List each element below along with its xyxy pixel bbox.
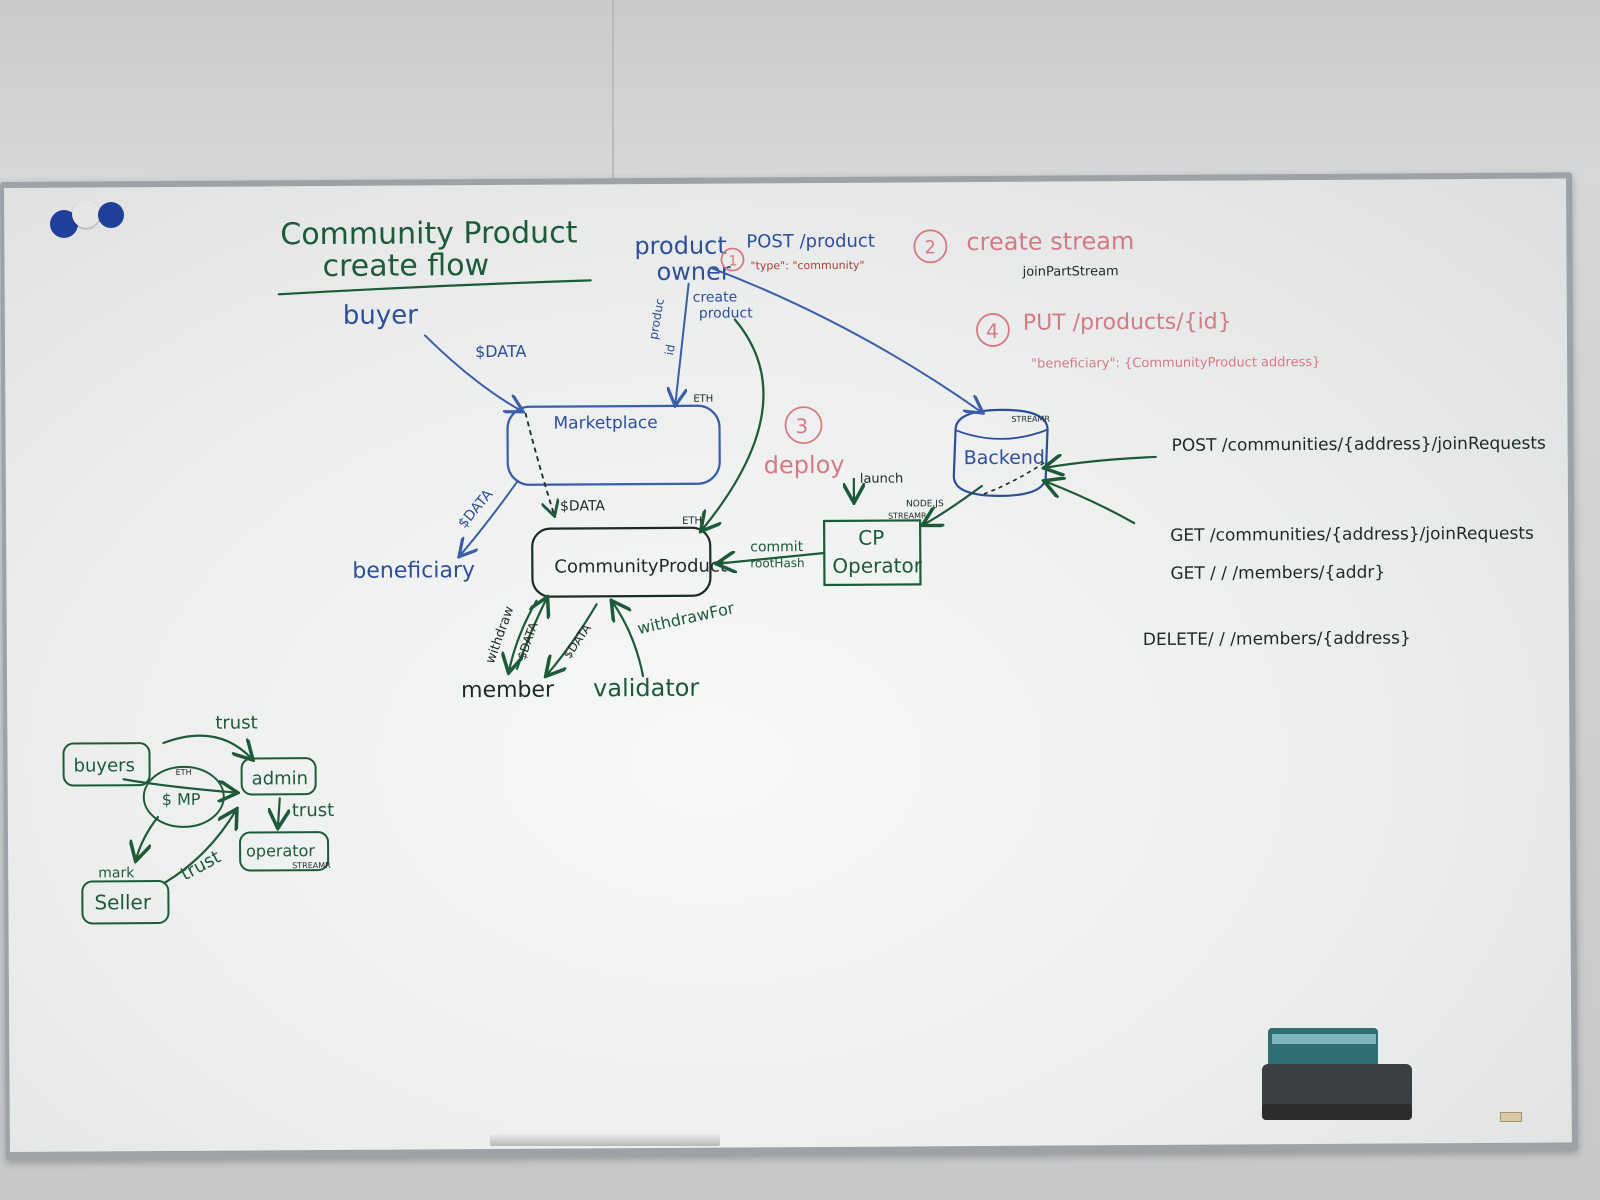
trust-mp: $ MP (162, 790, 201, 809)
arrow-owner-to-backend (709, 266, 982, 414)
step-2-number: 2 (924, 237, 936, 258)
step-3-number: 3 (795, 414, 808, 438)
edge-product-id-1: produc (646, 297, 667, 340)
actor-member: member (461, 678, 555, 704)
title-line-2: create flow (322, 248, 489, 284)
title-underline (277, 279, 592, 296)
actor-buyer: buyer (343, 300, 419, 330)
step-3-text: deploy (764, 451, 845, 479)
edge-mp-to-beneficiary: $DATA (455, 486, 496, 531)
edge-create-product-1: create (693, 289, 738, 305)
whiteboard-eraser (1262, 1028, 1412, 1120)
step-1: 1 POST /product "type": "community" (720, 231, 875, 273)
edge-buyer-data: $DATA (475, 342, 527, 361)
edge-commit-2: rootHash (750, 556, 804, 570)
arrow-buyers-mp (122, 778, 236, 794)
arrow-owner-to-marketplace (675, 282, 690, 404)
api-get-join-requests: GET /communities/{address}/joinRequests (1170, 524, 1534, 546)
trust-buyers: buyers (74, 755, 135, 776)
actor-product-owner-1: product (634, 232, 726, 261)
arrow-get-to-backend (1046, 481, 1136, 525)
step-1-text: POST /product (746, 231, 875, 253)
marker-tray (490, 1132, 720, 1146)
edge-withdraw-for: withdrawFor (636, 598, 737, 638)
edge-mp-to-cp: $DATA (560, 498, 605, 514)
title: Community Product create flow (277, 215, 592, 296)
step-4-number: 4 (986, 319, 999, 343)
step-4: 4 PUT /products/{id} "beneficiary": {Com… (976, 309, 1320, 372)
cp-operator-label-2: Operator (832, 553, 922, 578)
step-4-body: "beneficiary": {CommunityProduct address… (1031, 355, 1320, 372)
marketplace-label: Marketplace (553, 413, 657, 434)
community-product-tag: ETH (682, 516, 702, 527)
node-marketplace: Marketplace ETH (506, 394, 721, 515)
whiteboard: Community Product create flow buyer prod… (4, 178, 1572, 1152)
trust-operator: operator (246, 841, 315, 860)
actor-validator: validator (593, 674, 699, 703)
arrow-trust-buyers-admin (162, 734, 251, 759)
trust-diagram: buyers $ MP ETH admin operator STREAMR S… (62, 712, 334, 925)
step-2-text: create stream (966, 227, 1134, 256)
api-list: POST /communities/{address}/joinRequests… (1046, 434, 1546, 650)
cp-operator-tag-streamr: STREAMR (888, 511, 927, 520)
trust-label-1: trust (215, 712, 257, 733)
magnet-blue-2 (98, 202, 124, 228)
trust-seller-note: mark (98, 865, 135, 881)
step-2: 2 create stream joinPartStream (913, 227, 1134, 280)
arrow-backend-to-operator (924, 484, 983, 524)
trust-seller: Seller (94, 890, 152, 914)
api-get-member: GET / / /members/{addr} (1170, 563, 1385, 584)
arrow-post-to-backend (1046, 457, 1157, 468)
cp-operator-tag-nodejs: NODE.JS (906, 499, 944, 509)
arrow-trust-admin-operator (278, 797, 280, 826)
api-delete-member: DELETE/ / /members/{address} (1143, 628, 1411, 650)
backend-tag: STREAMR (1011, 415, 1050, 424)
community-product-label: CommunityProduct (554, 556, 727, 578)
arrow-buyer-to-marketplace (423, 334, 521, 412)
step-1-number: 1 (728, 253, 737, 269)
node-cp-operator: CP Operator NODE.JS STREAMR (822, 499, 944, 587)
whiteboard-frame: Community Product create flow buyer prod… (0, 172, 1578, 1160)
node-backend: Backend STREAMR (952, 408, 1050, 497)
step-4-text: PUT /products/{id} (1023, 309, 1232, 335)
arrow-validator-to-cp (613, 602, 645, 678)
trust-operator-tag: STREAMR (292, 861, 331, 870)
edge-product-id-2: id (662, 343, 678, 356)
backend-label: Backend (964, 447, 1045, 469)
arrow-mp-seller (136, 815, 159, 859)
node-community-product: CommunityProduct ETH (531, 516, 727, 598)
arrow-cp-to-member-2 (547, 603, 598, 674)
arrow-withdraw (515, 599, 547, 670)
magnet-white (72, 200, 100, 228)
step-2-sub: joinPartStream (1022, 264, 1119, 280)
marketplace-tag: ETH (693, 394, 713, 405)
arrow-mp-to-beneficiary (460, 479, 519, 555)
step-3: 3 deploy (764, 406, 845, 479)
arrow-owner-to-cp (701, 318, 765, 529)
trust-mp-tag: ETH (176, 768, 192, 777)
wall-seam (612, 0, 614, 190)
arrow-operator-to-cp (718, 553, 826, 564)
cp-operator-label-1: CP (858, 526, 884, 550)
board-label (1499, 1111, 1523, 1123)
step-1-body: "type": "community" (750, 259, 864, 273)
title-line-1: Community Product (280, 215, 578, 252)
edge-create-product-2: product (699, 305, 753, 321)
edge-commit-1: commit (750, 539, 804, 555)
actor-beneficiary: beneficiary (352, 558, 475, 584)
trust-admin: admin (252, 768, 309, 789)
api-post-join-requests: POST /communities/{address}/joinRequests (1172, 434, 1546, 456)
whiteboard-drawing: Community Product create flow buyer prod… (62, 215, 1546, 925)
trust-label-2: trust (292, 800, 334, 821)
edge-launch: launch (860, 471, 904, 486)
arrow-trust-seller-admin (163, 811, 236, 885)
trust-label-3: trust (177, 847, 224, 886)
edge-withdraw-data-2: $DATA (560, 621, 594, 661)
